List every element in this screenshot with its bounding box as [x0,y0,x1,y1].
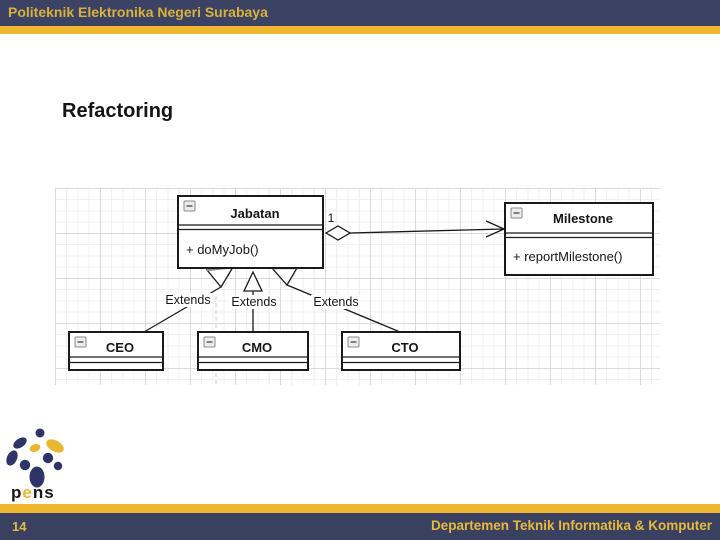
uml-diagram-canvas: 1 Extends Extends Extends [55,188,660,385]
class-name: CEO [106,340,134,355]
class-box-ceo: CEO [68,331,164,371]
class-rect [197,331,309,371]
gold-stripe-bottom [0,504,720,513]
multiplicity-label: 1 [328,211,335,225]
class-rect [504,202,654,276]
extends-label-cmo: Extends [231,295,276,309]
extends-label-ceo: Extends [165,293,210,307]
class-name: Milestone [553,211,613,226]
pens-wordmark: pens [11,483,55,502]
logo-blobs [6,428,64,488]
pens-logo-graphic: pens [6,428,64,502]
label-bg [229,295,279,309]
class-box-jabatan: Jabatan + doMyJob() [177,195,324,269]
pens-logo: pens [5,426,71,502]
class-name: CTO [391,340,418,355]
institution-name: Politeknik Elektronika Negeri Surabaya [8,4,268,20]
extends-label-cto: Extends [313,295,358,309]
aggregation-association: 1 [324,211,506,241]
class-rect [177,195,324,269]
gold-stripe-top [0,26,720,34]
slide-title: Refactoring [62,100,174,122]
class-method: + doMyJob() [186,242,259,257]
class-box-milestone: Milestone + reportMilestone() [504,202,654,276]
association-line [349,228,505,234]
uml-class-diagram: 1 Extends Extends Extends [68,195,654,385]
aggregation-diamond-icon [324,225,352,241]
class-box-cto: CTO [341,331,461,371]
class-rect [341,331,461,371]
label-bg [163,293,213,307]
triangle-icon-right [270,267,299,287]
extends-labels: Extends Extends Extends [163,293,361,309]
page-number: 14 [12,519,27,534]
triangle-icon-middle [242,270,264,292]
class-name: Jabatan [230,206,279,221]
class-box-cmo: CMO [197,331,309,371]
generalization-triangles [205,265,299,292]
label-bg [311,295,361,309]
department-name: Departemen Teknik Informatika & Komputer [430,518,712,533]
class-name: CMO [242,340,272,355]
bottom-footer-bar: 14 Departemen Teknik Informatika & Kompu… [0,513,720,540]
top-header-bar: Politeknik Elektronika Negeri Surabaya [0,0,720,26]
class-method: + reportMilestone() [513,249,622,264]
